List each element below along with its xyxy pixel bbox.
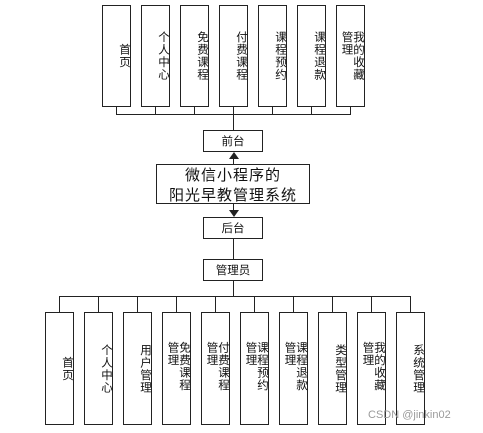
- frontend-module-label: 个人中心: [157, 31, 171, 81]
- backend-box: 后台: [203, 217, 263, 239]
- connector: [176, 296, 177, 312]
- frontend-module-personal-center: 个人中心: [141, 5, 171, 107]
- connector: [410, 296, 411, 312]
- system-title-line1: 微信小程序的: [184, 166, 281, 184]
- connector: [59, 296, 411, 297]
- frontend-module-label: 首页: [118, 43, 132, 69]
- admin-module-course-booking-management: 课程预约管理: [240, 312, 271, 425]
- arrow-down-icon: [229, 210, 239, 217]
- admin-module-label: 付费课程管理: [205, 340, 232, 391]
- connector: [233, 156, 234, 164]
- frontend-module-home: 首页: [102, 5, 132, 107]
- frontend-module-course-booking: 课程预约: [258, 5, 288, 107]
- frontend-module-label: 我的收藏管理: [340, 31, 367, 81]
- connector: [293, 296, 294, 312]
- connector: [233, 114, 234, 130]
- admin-module-favorites-management: 我的收藏管理: [357, 312, 388, 425]
- frontend-module-course-refund: 课程退款: [297, 5, 327, 107]
- system-title-line2: 阳光早教管理系统: [168, 186, 297, 204]
- connector: [233, 107, 234, 115]
- connector: [272, 107, 273, 115]
- frontend-module-label: 课程预约: [274, 31, 288, 81]
- admin-module-label: 课程退款管理: [283, 340, 310, 391]
- connector: [98, 296, 99, 312]
- admin-module-label: 个人中心: [100, 343, 114, 394]
- connector: [371, 296, 372, 312]
- frontend-module-free-courses: 免费课程: [180, 5, 210, 107]
- admin-label: 管理员: [215, 263, 251, 277]
- admin-module-home: 首页: [45, 312, 75, 425]
- watermark-text: CSDN @jinkin02: [368, 409, 451, 421]
- connector: [350, 107, 351, 115]
- admin-module-label: 免费课程管理: [166, 340, 193, 391]
- frontend-module-label: 课程退款: [313, 31, 327, 81]
- frontend-box: 前台: [203, 130, 263, 152]
- frontend-module-label: 免费课程: [196, 31, 210, 81]
- connector: [254, 296, 255, 312]
- frontend-module-paid-courses: 付费课程: [219, 5, 249, 107]
- connector: [194, 107, 195, 115]
- admin-module-label: 我的收藏管理: [361, 340, 388, 391]
- backend-label: 后台: [221, 221, 245, 235]
- arrow-up-icon: [229, 152, 239, 159]
- admin-module-label: 用户管理: [139, 343, 153, 394]
- connector: [155, 107, 156, 115]
- frontend-module-label: 付费课程: [235, 31, 249, 81]
- connector: [215, 296, 216, 312]
- admin-module-personal-center: 个人中心: [84, 312, 114, 425]
- system-title-box: 微信小程序的 阳光早教管理系统: [156, 164, 310, 204]
- connector: [137, 296, 138, 312]
- connector: [116, 107, 117, 115]
- admin-module-label: 类型管理: [334, 343, 348, 394]
- connector: [233, 204, 234, 212]
- admin-module-course-refund-management: 课程退款管理: [279, 312, 310, 425]
- admin-module-paid-course-management: 付费课程管理: [201, 312, 232, 425]
- frontend-module-favorites: 我的收藏管理: [336, 5, 367, 107]
- connector: [332, 296, 333, 312]
- connector: [311, 107, 312, 115]
- admin-box: 管理员: [203, 259, 263, 281]
- frontend-label: 前台: [221, 134, 245, 148]
- admin-module-system-management: 系统管理: [396, 312, 426, 425]
- admin-module-free-course-management: 免费课程管理: [162, 312, 193, 425]
- connector: [233, 281, 234, 296]
- admin-module-label: 课程预约管理: [244, 340, 271, 391]
- admin-module-label: 首页: [61, 356, 75, 381]
- connector: [59, 296, 60, 312]
- admin-module-user-management: 用户管理: [123, 312, 153, 425]
- connector: [233, 239, 234, 259]
- admin-module-label: 系统管理: [412, 343, 426, 394]
- admin-module-type-management: 类型管理: [318, 312, 348, 425]
